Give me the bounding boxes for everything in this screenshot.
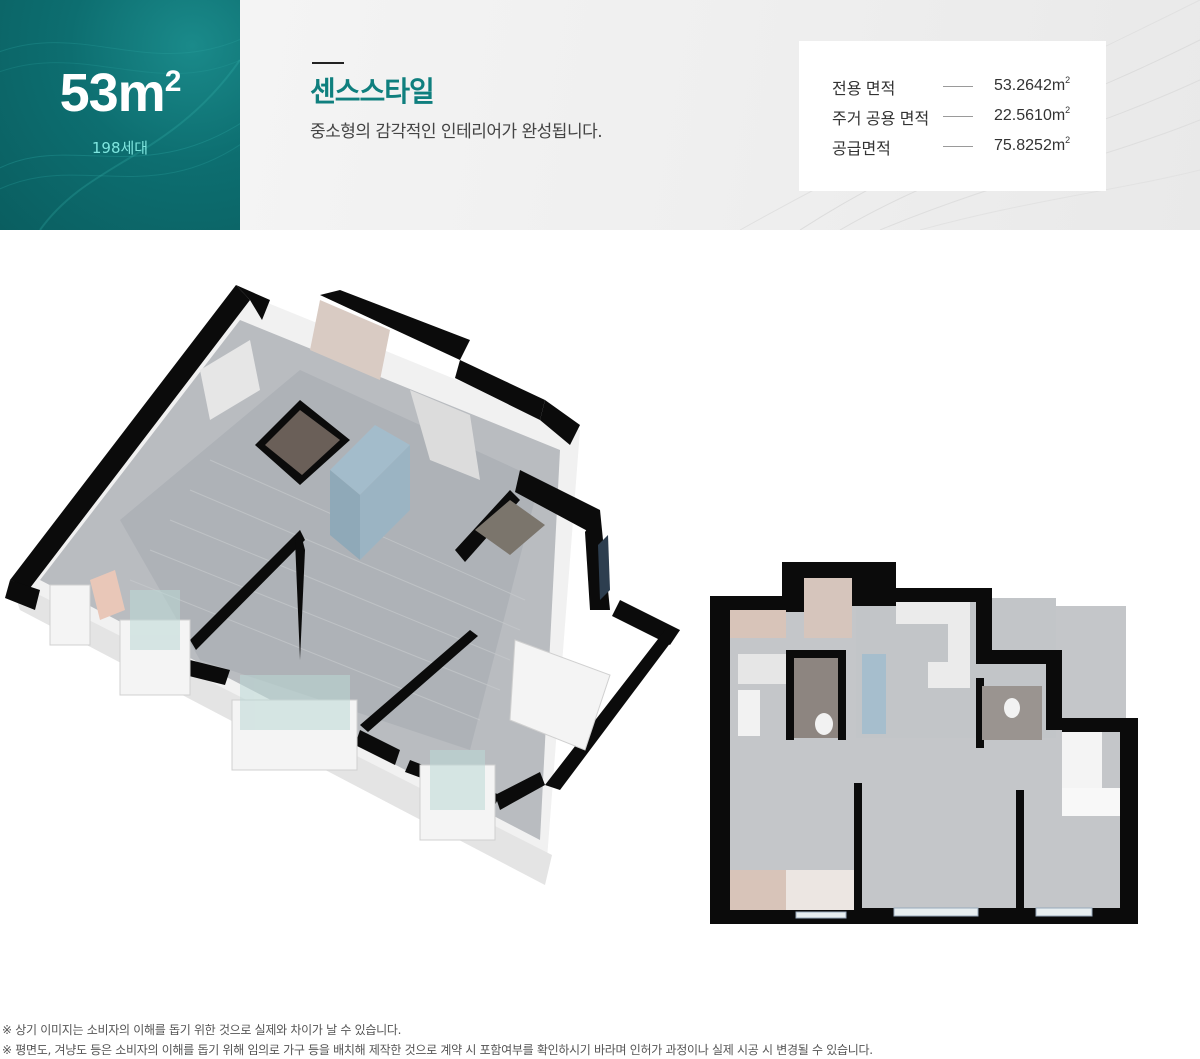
area-row-common: 주거 공용 면적 22.5610m2 — [799, 105, 1106, 129]
unit-type-box: 53m2 198세대 — [0, 0, 240, 230]
dash-divider — [943, 86, 973, 87]
header: 53m2 198세대 센스스타일 중소형의 감각적인 인테리어가 완성됩니다. … — [0, 0, 1200, 230]
teal-wave-pattern — [0, 38, 240, 230]
disclaimer-note: ※ 평면도, 겨냥도 등은 소비자의 이해를 돕기 위해 임의로 가구 등을 배… — [2, 1043, 873, 1057]
dash-divider — [943, 146, 973, 147]
area-value: 53.2642m2 — [994, 75, 1071, 94]
style-title: 센스스타일 — [310, 75, 435, 108]
area-row-exclusive: 전용 면적 53.2642m2 — [799, 75, 1106, 99]
2d-floor-plan — [710, 562, 1138, 924]
area-value: 22.5610m2 — [994, 105, 1071, 124]
area-value: 75.8252m2 — [994, 135, 1071, 154]
unit-area: 53m2 — [0, 62, 240, 124]
area-label: 공급면적 — [832, 141, 891, 158]
disclaimer-note: ※ 상기 이미지는 소비자의 이해를 돕기 위한 것으로 실제와 차이가 날 수… — [2, 1023, 402, 1037]
style-description: 중소형의 감각적인 인테리어가 완성됩니다. — [310, 122, 603, 142]
area-table: 전용 면적 53.2642m2 주거 공용 면적 22.5610m2 공급면적 … — [799, 41, 1106, 191]
isometric-floor-plan — [5, 285, 680, 885]
style-banner — [240, 0, 1200, 230]
area-label: 주거 공용 면적 — [832, 111, 930, 128]
dash-divider — [943, 116, 973, 117]
area-label: 전용 면적 — [832, 81, 896, 98]
household-count: 198세대 — [91, 139, 149, 157]
unit-area-value: 53m — [59, 63, 166, 123]
title-accent-bar — [312, 62, 344, 64]
disclaimer-notes: ※ 상기 이미지는 소비자의 이해를 돕기 위한 것으로 실제와 차이가 날 수… — [2, 1020, 873, 1059]
unit-area-superscript: 2 — [164, 65, 182, 98]
area-row-supply: 공급면적 75.8252m2 — [799, 135, 1106, 159]
